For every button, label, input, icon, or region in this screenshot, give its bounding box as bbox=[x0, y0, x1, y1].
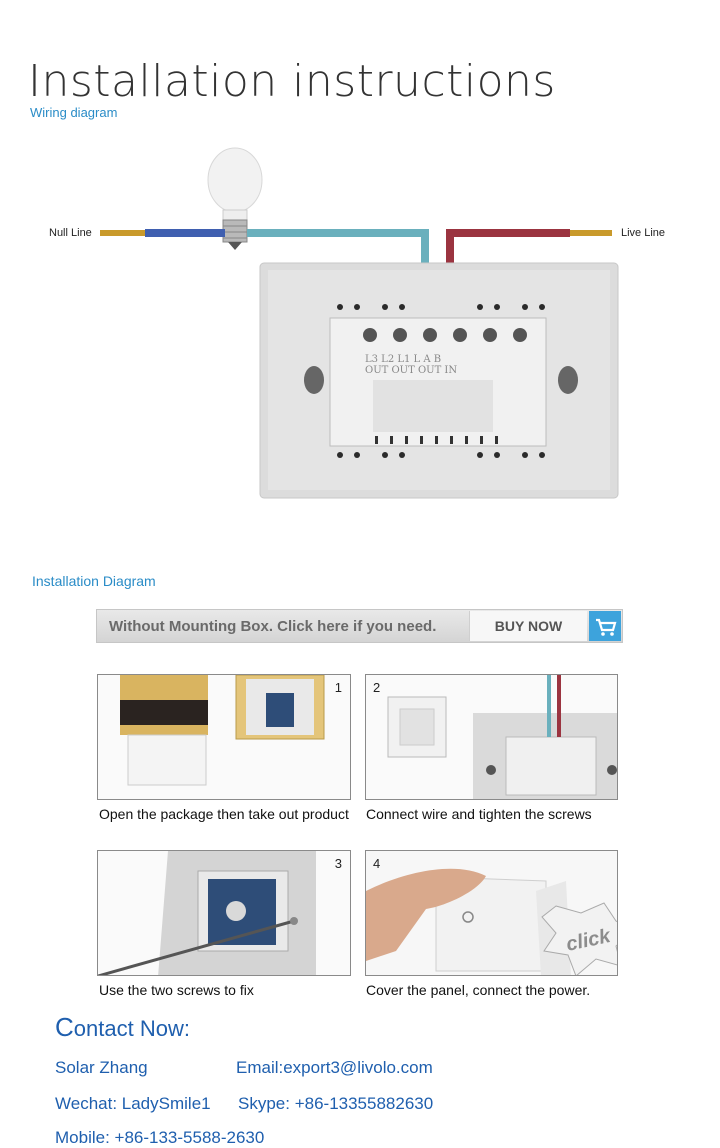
step-2-number: 2 bbox=[373, 680, 381, 695]
buy-now-button[interactable]: BUY NOW bbox=[469, 611, 587, 641]
null-line-wire bbox=[100, 229, 225, 237]
switch-back-panel: L3 L2 L1 L A B OUT OUT OUT IN bbox=[259, 262, 619, 499]
null-line-label: Null Line bbox=[49, 227, 92, 239]
contact-title: Contact Now: bbox=[55, 1012, 190, 1043]
light-bulb-icon bbox=[207, 147, 263, 250]
step-3-caption: Use the two screws to fix bbox=[99, 982, 254, 998]
contact-wechat: Wechat: LadySmile1 bbox=[55, 1094, 211, 1113]
contact-email[interactable]: Email:export3@livolo.com bbox=[236, 1058, 433, 1077]
page-title: Installation instructions bbox=[28, 56, 556, 107]
step-1-caption: Open the package then take out product bbox=[99, 806, 349, 822]
contact-title-initial: C bbox=[55, 1012, 74, 1042]
buy-banner-text[interactable]: Without Mounting Box. Click here if you … bbox=[109, 618, 437, 635]
section-subtitle-wiring: Wiring diagram bbox=[30, 105, 118, 120]
section-title-installation: Installation Diagram bbox=[32, 573, 156, 589]
contact-title-rest: ontact Now: bbox=[73, 1016, 190, 1041]
buy-banner[interactable]: Without Mounting Box. Click here if you … bbox=[96, 609, 623, 643]
step-3-number: 3 bbox=[334, 856, 342, 871]
step-4-number: 4 bbox=[373, 856, 381, 871]
step-2-caption: Connect wire and tighten the screws bbox=[366, 806, 592, 822]
live-line-label: Live Line bbox=[621, 227, 665, 239]
step-2-image: 2 bbox=[365, 674, 618, 800]
cart-icon[interactable] bbox=[589, 611, 621, 641]
terminal-labels: L3 L2 L1 L A B bbox=[365, 354, 441, 365]
terminal-labels-2: OUT OUT OUT IN bbox=[365, 365, 457, 376]
contact-name: Solar Zhang bbox=[55, 1058, 148, 1077]
step-4-caption: Cover the panel, connect the power. bbox=[366, 982, 591, 998]
step-1-number: 1 bbox=[334, 680, 342, 695]
step-3-image: 3 bbox=[97, 850, 351, 976]
step-1-image: 1 bbox=[97, 674, 351, 800]
contact-mobile: Mobile: +86-133-5588-2630 bbox=[55, 1128, 265, 1147]
step-4-image: click 4 bbox=[365, 850, 618, 976]
wiring-diagram: L3 L2 L1 L A B OUT OUT OUT IN Null Line … bbox=[49, 147, 665, 499]
contact-skype: Skype: +86-13355882630 bbox=[238, 1094, 434, 1113]
